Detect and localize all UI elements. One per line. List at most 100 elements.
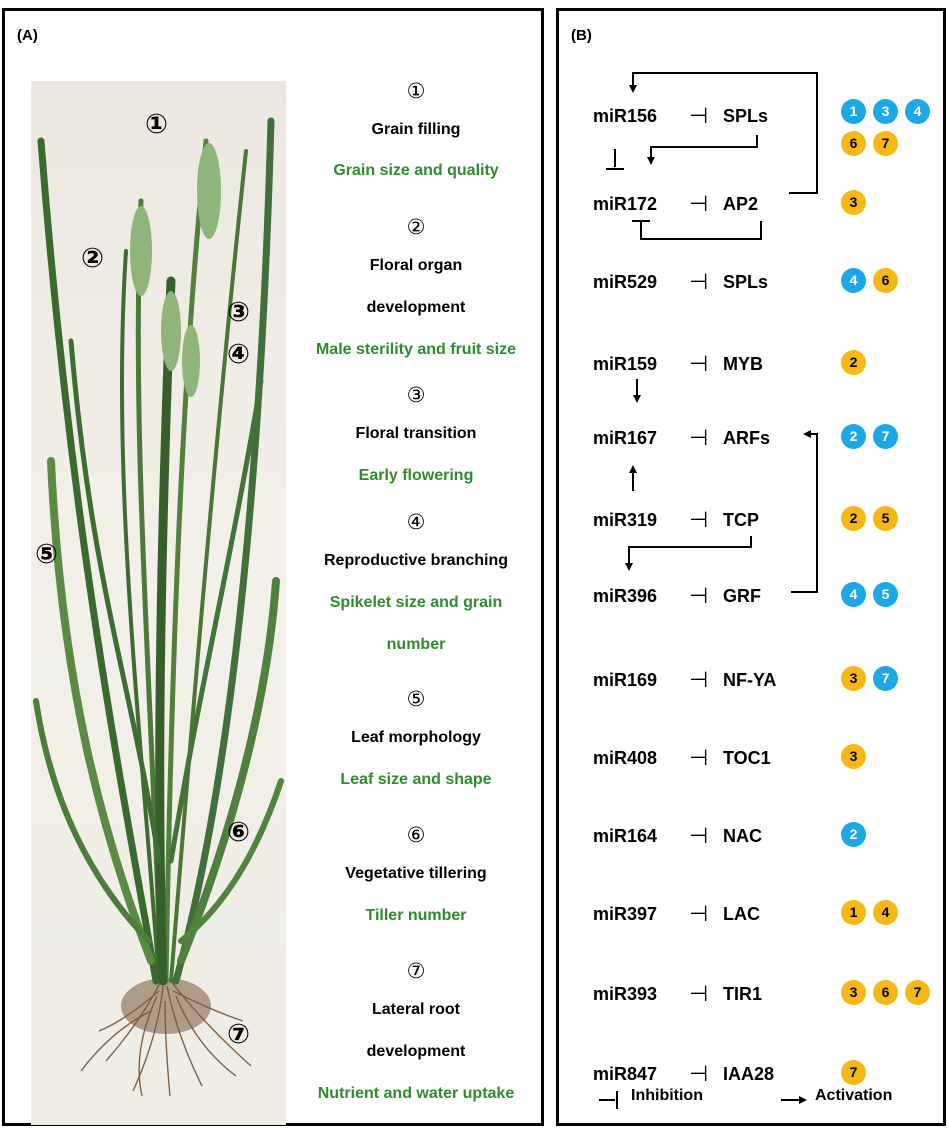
trait-list: ① Grain filling Grain size and quality ②…: [285, 11, 547, 1123]
trait-badge-7-blue: 7: [873, 424, 898, 449]
trait-1-outcome: Grain size and quality: [285, 162, 547, 180]
inhibition-symbol: ⊣: [689, 667, 708, 693]
mirna-row-mir396: miR396 ⊣ GRF: [593, 583, 813, 613]
trait-badge-5-orange: 5: [873, 506, 898, 531]
regulatory-connections: [559, 11, 948, 1129]
photo-marker-4: ④: [227, 341, 250, 368]
trait-7-mark: ⑦: [285, 959, 547, 984]
trait-badge-4-blue: 4: [841, 582, 866, 607]
photo-marker-6: ⑥: [227, 819, 250, 846]
mirna-label: miR164: [593, 826, 657, 847]
legend-activation-label: Activation: [815, 1087, 892, 1105]
trait-7-outcome: Nutrient and water uptake: [285, 1085, 547, 1103]
trait-1-process: Grain filling: [285, 121, 547, 139]
mirna-label: miR169: [593, 670, 657, 691]
trait-5-process: Leaf morphology: [285, 729, 547, 747]
mirna-row-mir167: miR167 ⊣ ARFs: [593, 425, 813, 455]
target-label: MYB: [723, 354, 763, 375]
trait-7-process-line1: Lateral root: [285, 1001, 547, 1019]
trait-badge-1-blue: 1: [841, 99, 866, 124]
trait-1-mark: ①: [285, 79, 547, 104]
photo-marker-2: ②: [81, 245, 104, 272]
trait-6-mark: ⑥: [285, 823, 547, 848]
trait-3-process: Floral transition: [285, 425, 547, 443]
mirna-row-mir319: miR319 ⊣ TCP: [593, 507, 813, 537]
target-label: IAA28: [723, 1064, 774, 1085]
mirna-label: miR172: [593, 194, 657, 215]
trait-badge-2-orange: 2: [841, 350, 866, 375]
trait-badge-2-blue: 2: [841, 424, 866, 449]
ap2-activates-mir156-line: [633, 73, 817, 193]
mirna-row-mir156: miR156⊣SPLs: [593, 103, 813, 133]
target-label: LAC: [723, 904, 760, 925]
mirna-row-mir397: miR397⊣LAC: [593, 901, 813, 931]
inhibition-symbol: ⊣: [689, 1061, 708, 1087]
mirna-label: miR847: [593, 1064, 657, 1085]
inhibition-symbol: ⊣: [689, 981, 708, 1007]
mirna-row-mir529: miR529⊣SPLs: [593, 269, 813, 299]
trait-6-outcome: Tiller number: [285, 907, 547, 925]
target-label: AP2: [723, 194, 758, 215]
target-label: SPLs: [723, 106, 768, 127]
mirna-row-mir408: miR408 ⊣ TOC1: [593, 745, 813, 775]
inhibition-symbol: ⊣: [689, 425, 708, 451]
trait-badge-5-blue: 5: [873, 582, 898, 607]
inhibition-symbol: ⊣: [689, 351, 708, 377]
trait-4-outcome-line2: number: [285, 636, 547, 654]
target-label: ARFs: [723, 428, 770, 449]
trait-badge-1-orange: 1: [841, 900, 866, 925]
trait-2-outcome: Male sterility and fruit size: [285, 341, 547, 359]
trait-badge-3-orange: 3: [841, 980, 866, 1005]
mirna-row-mir172: miR172 ⊣ AP2: [593, 191, 813, 221]
photo-marker-5: ⑤: [35, 541, 58, 568]
mirna-label: miR159: [593, 354, 657, 375]
target-label: TOC1: [723, 748, 771, 769]
trait-3-outcome: Early flowering: [285, 467, 547, 485]
inhibition-symbol: ⊣: [689, 191, 708, 217]
inhibition-symbol: ⊣: [689, 823, 708, 849]
mirna-label: miR396: [593, 586, 657, 607]
inhibition-symbol: ⊣: [689, 507, 708, 533]
panel-a-label: (A): [17, 27, 38, 44]
trait-5-mark: ⑤: [285, 687, 547, 712]
trait-3-mark: ③: [285, 383, 547, 408]
trait-2-process-line1: Floral organ: [285, 257, 547, 275]
photo-marker-3: ③: [227, 299, 250, 326]
target-label: NAC: [723, 826, 762, 847]
panel-a: (A): [2, 8, 544, 1126]
mirna-row-mir169: miR169 ⊣ NF-YA: [593, 667, 813, 697]
target-label: GRF: [723, 586, 761, 607]
target-label: TCP: [723, 510, 759, 531]
inhibition-symbol: ⊣: [689, 745, 708, 771]
trait-badge-6-orange: 6: [873, 980, 898, 1005]
inhibition-symbol: ⊣: [689, 583, 708, 609]
ap2-inhibits-mir172-line: [641, 221, 761, 239]
inhibition-symbol: ⊣: [689, 901, 708, 927]
trait-2-process-line2: development: [285, 299, 547, 317]
target-label: NF-YA: [723, 670, 776, 691]
trait-7-process-line2: development: [285, 1043, 547, 1061]
trait-badge-3-orange: 3: [841, 666, 866, 691]
legend-inhibition-label: Inhibition: [631, 1087, 703, 1105]
trait-badge-3-orange: 3: [841, 190, 866, 215]
mirna-row-mir159: miR159 ⊣ MYB: [593, 351, 813, 381]
trait-badge-6-orange: 6: [873, 268, 898, 293]
trait-badge-2-blue: 2: [841, 822, 866, 847]
trait-badge-4-blue: 4: [841, 268, 866, 293]
target-label: SPLs: [723, 272, 768, 293]
trait-badge-7-blue: 7: [873, 666, 898, 691]
mirna-label: miR319: [593, 510, 657, 531]
mirna-label: miR167: [593, 428, 657, 449]
trait-2-mark: ②: [285, 215, 547, 240]
mirna-label: miR529: [593, 272, 657, 293]
mirna-label: miR393: [593, 984, 657, 1005]
mirna-label: miR408: [593, 748, 657, 769]
mirna-row-mir393: miR393⊣TIR1: [593, 981, 813, 1011]
trait-badge-2-orange: 2: [841, 506, 866, 531]
trait-badge-6-orange: 6: [841, 131, 866, 156]
trait-badge-7-orange: 7: [841, 1060, 866, 1085]
plant-illustration: [31, 81, 286, 1125]
photo-marker-7: ⑦: [227, 1021, 250, 1048]
trait-badge-7-orange: 7: [873, 131, 898, 156]
legend: Inhibition Activation: [593, 1085, 933, 1115]
